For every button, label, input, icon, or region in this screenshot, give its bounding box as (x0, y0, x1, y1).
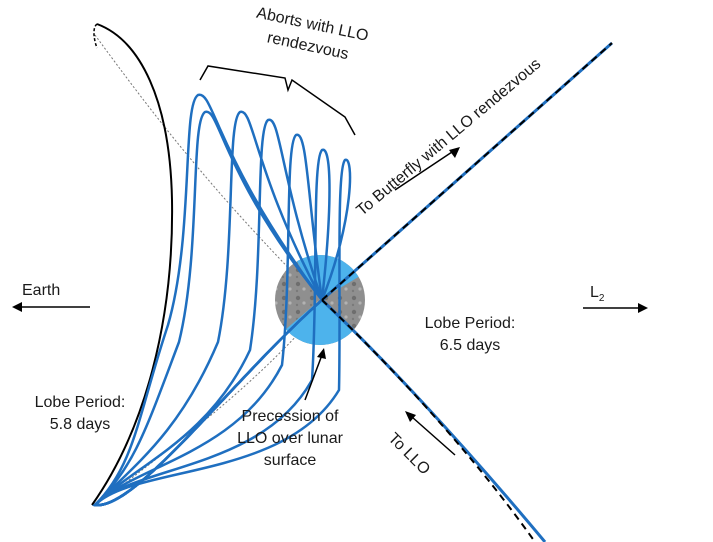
black-lobe-trajectory (91, 23, 174, 506)
earth-label: Earth (22, 282, 61, 299)
abort-trajectories (92, 93, 352, 507)
precession-line1: Precession of (241, 408, 339, 425)
dashed-reference-trajectory (321, 42, 613, 542)
arrow-to-llo-icon (405, 411, 456, 456)
lobe-period-left: Lobe Period: 5.8 days (10, 392, 150, 436)
l2-sub: 2 (598, 293, 605, 305)
arrow-right-icon (583, 303, 648, 313)
dotted-guide-lower (109, 309, 321, 496)
precession-line3: surface (263, 452, 317, 469)
lobe-period-right: Lobe Period: 6.5 days (400, 313, 540, 357)
aborts-bracket (199, 65, 356, 136)
lobe-right-line2: 6.5 days (439, 337, 501, 354)
precession-line2: LLO over lunar (237, 430, 343, 447)
l2-main: L (590, 284, 599, 301)
precession-label: Precession of LLO over lunar surface (220, 406, 360, 472)
abort-petal-loop (92, 158, 352, 507)
lobe-left-line1: Lobe Period: (34, 394, 126, 411)
arrow-left-icon (12, 302, 90, 312)
lobe-left-line2: 5.8 days (49, 416, 111, 433)
arrow-precession-icon (304, 348, 326, 401)
dotted-guide-upper (94, 34, 321, 301)
l2-label: L2 (590, 282, 604, 310)
arrow-to-butterfly-icon (394, 147, 460, 191)
lobe-right-line1: Lobe Period: (424, 315, 516, 332)
black-lobe-tip (93, 23, 98, 49)
